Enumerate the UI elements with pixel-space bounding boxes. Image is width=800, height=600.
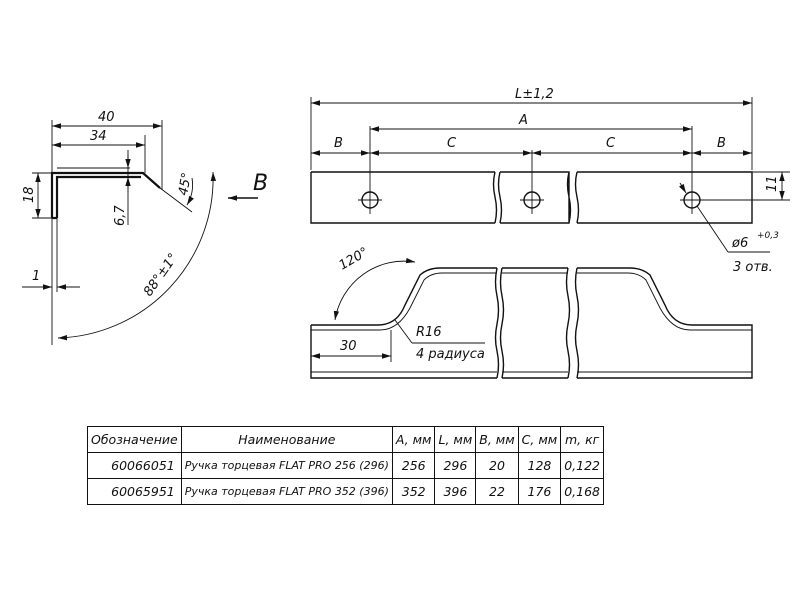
header-l: L, мм <box>434 426 477 453</box>
radius-note: 4 радиуса <box>416 347 485 362</box>
dim-18: 18 <box>22 186 37 203</box>
side-profile-outline <box>50 171 161 218</box>
dim-r16: R16 <box>416 325 442 340</box>
cell-name: Ручка торцевая FLAT PRO 352 (396) <box>180 478 393 505</box>
top-view: L±1,2 A B C C B 11 ø6 +0,3 3 отв. <box>310 87 790 275</box>
hole-diameter: ø6 <box>731 236 748 251</box>
header-c: C, мм <box>517 426 562 453</box>
dim-30: 30 <box>340 339 357 354</box>
cell-a: 256 <box>391 452 436 479</box>
dim-b-left: B <box>334 136 343 151</box>
cell-c: 176 <box>517 478 562 505</box>
front-view: 120° 30 R16 4 радиуса <box>310 245 753 379</box>
header-designation: Обозначение <box>87 426 182 453</box>
dim-l: L±1,2 <box>515 87 554 102</box>
view-letter-b: B <box>253 171 268 196</box>
hole-tolerance: +0,3 <box>757 231 779 241</box>
dim-34: 34 <box>90 129 107 144</box>
spec-table: Обозначение Наименование A, мм L, мм B, … <box>87 426 604 505</box>
dim-c-right: C <box>606 136 616 151</box>
dim-88: 88°±1° <box>141 251 181 300</box>
header-b: B, мм <box>475 426 519 453</box>
table-row: 60065951 Ручка торцевая FLAT PRO 352 (39… <box>87 478 604 505</box>
cell-m: 0,122 <box>560 452 604 479</box>
dim-c-left: C <box>447 136 457 151</box>
table-row: 60066051 Ручка торцевая FLAT PRO 256 (29… <box>87 452 604 479</box>
top-strip-outline <box>310 171 498 224</box>
cell-m: 0,168 <box>560 478 604 505</box>
header-name: Наименование <box>180 426 393 453</box>
dim-40: 40 <box>98 110 115 125</box>
cell-designation: 60066051 <box>87 452 182 479</box>
hole-count: 3 отв. <box>733 260 773 275</box>
dim-1: 1 <box>32 269 40 284</box>
dim-b-right: B <box>717 136 726 151</box>
cell-a: 352 <box>391 478 436 505</box>
table-header-row: Обозначение Наименование A, мм L, мм B, … <box>87 426 604 453</box>
cell-name: Ручка торцевая FLAT PRO 256 (296) <box>180 452 393 479</box>
side-profile-view: 40 34 18 6,7 45° 1 88°±1° B <box>22 110 268 345</box>
dim-120: 120° <box>337 245 372 274</box>
dim-a: A <box>518 113 528 128</box>
cell-l: 296 <box>434 452 477 479</box>
dim-11: 11 <box>765 175 780 192</box>
cell-c: 128 <box>517 452 562 479</box>
cell-designation: 60065951 <box>87 478 182 505</box>
header-a: A, мм <box>391 426 436 453</box>
dim-6-7: 6,7 <box>113 205 128 226</box>
cell-b: 22 <box>475 478 519 505</box>
cell-b: 20 <box>475 452 519 479</box>
cell-l: 396 <box>434 478 477 505</box>
header-m: m, кг <box>560 426 604 453</box>
